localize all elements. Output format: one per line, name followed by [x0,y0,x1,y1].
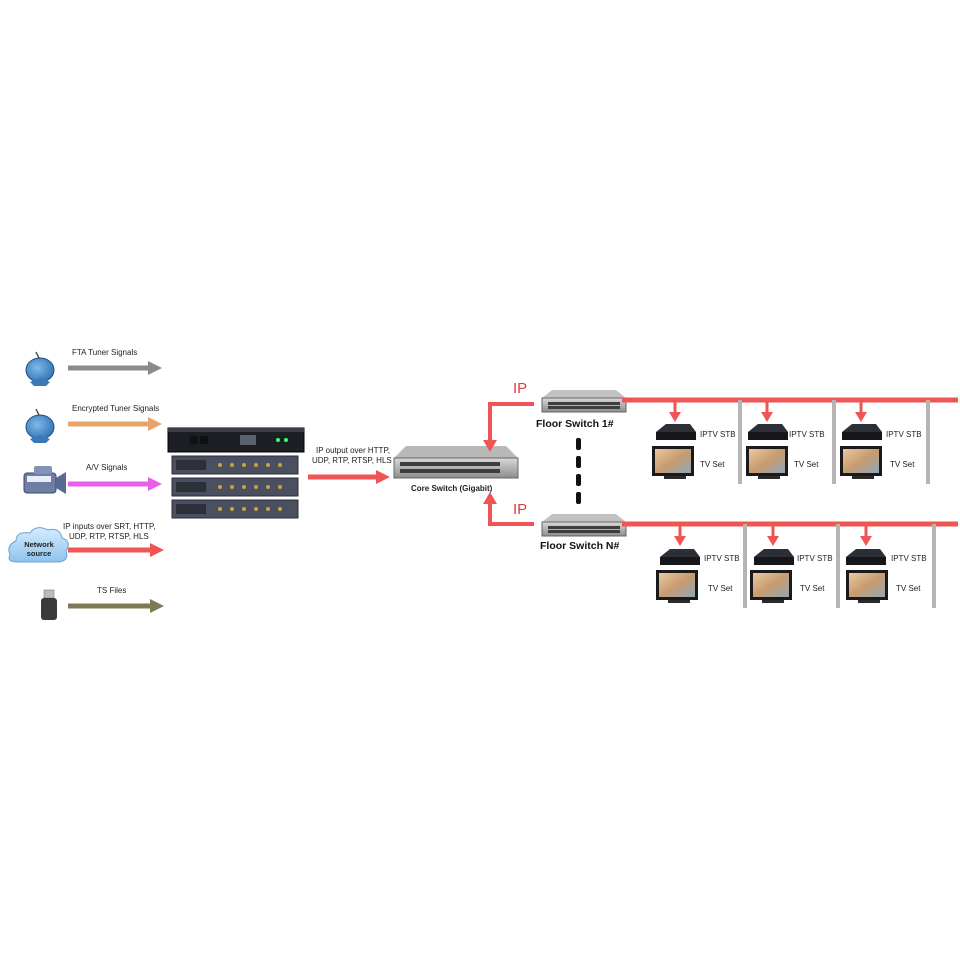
ip-inputs-line1: IP inputs over SRT, HTTP, [63,522,156,531]
ellipsis-dashes [576,438,581,504]
headend-module-2 [171,477,299,497]
floor1-drop-arrows [669,402,867,422]
floorN-stb-3-label: IPTV STB [891,554,927,563]
headend-server-top [167,427,305,453]
floor1-tv-2 [746,446,788,479]
floor1-tv-1-label: TV Set [700,460,725,469]
floorN-tv-2-label: TV Set [800,584,825,593]
network-source-line2: source [26,549,52,558]
encrypted-arrow [68,417,162,431]
headend-module-3 [171,499,299,519]
floorN-stb-3 [846,549,886,565]
fta-arrow [68,361,162,375]
core-to-floor1-link [483,402,534,452]
satellite-dish-fta-icon [25,351,55,386]
floor-switch-n-label: Floor Switch N# [540,540,620,552]
ip-output-line1: IP output over HTTP, [316,446,390,455]
floor1-stb-1 [656,424,696,440]
av-arrow [68,477,162,491]
network-source-line1: Network [24,540,54,549]
ts-files-label: TS Files [97,586,127,595]
camera-icon [23,466,66,494]
ip-output-line2: UDP, RTP, RTSP, HLS [312,456,392,465]
av-label: A/V Signals [86,463,128,472]
floor1-tv-3 [840,446,882,479]
ip-input-arrow [68,543,164,557]
encrypted-label: Encrypted Tuner Signals [72,404,160,413]
floorN-tv-1 [656,570,698,603]
floorN-stb-1 [660,549,700,565]
ip-label-lower: IP [513,501,528,518]
floor1-stb-3 [842,424,882,440]
floor1-stb-2-label: IPTV STB [789,430,825,439]
core-switch [393,446,519,479]
satellite-dish-encrypted-icon [25,408,55,443]
core-to-floorN-link [483,492,534,526]
floorN-drop-arrows [674,526,872,546]
ts-arrow [68,599,164,613]
floor1-tv-2-label: TV Set [794,460,819,469]
floorN-stb-2-label: IPTV STB [797,554,833,563]
floor1-stb-3-label: IPTV STB [886,430,922,439]
floor1-tv-3-label: TV Set [890,460,915,469]
floorN-tv-3 [846,570,888,603]
floor1-stb-2 [748,424,788,440]
floor1-poles [738,400,930,484]
floorN-tv-2 [750,570,792,603]
ip-inputs-line2: UDP, RTP, RTSP, HLS [69,532,149,541]
floor-switch-1 [541,390,627,413]
floorN-stb-1-label: IPTV STB [704,554,740,563]
core-switch-label: Core Switch (Gigabit) [411,484,493,493]
usb-drive-icon [41,589,57,620]
floorN-stb-2 [754,549,794,565]
floor1-stb-1-label: IPTV STB [700,430,736,439]
floor-switch-n [541,514,627,537]
floor-switch-1-label: Floor Switch 1# [536,418,614,430]
network-source-cloud-icon [8,527,69,563]
ip-label-upper: IP [513,380,528,397]
floorN-tv-1-label: TV Set [708,584,733,593]
ip-output-arrow [308,470,390,484]
floorN-poles [743,524,936,608]
headend-module-1 [171,455,299,475]
floor1-tv-1 [652,446,694,479]
floorN-tv-3-label: TV Set [896,584,921,593]
fta-label: FTA Tuner Signals [72,348,138,357]
